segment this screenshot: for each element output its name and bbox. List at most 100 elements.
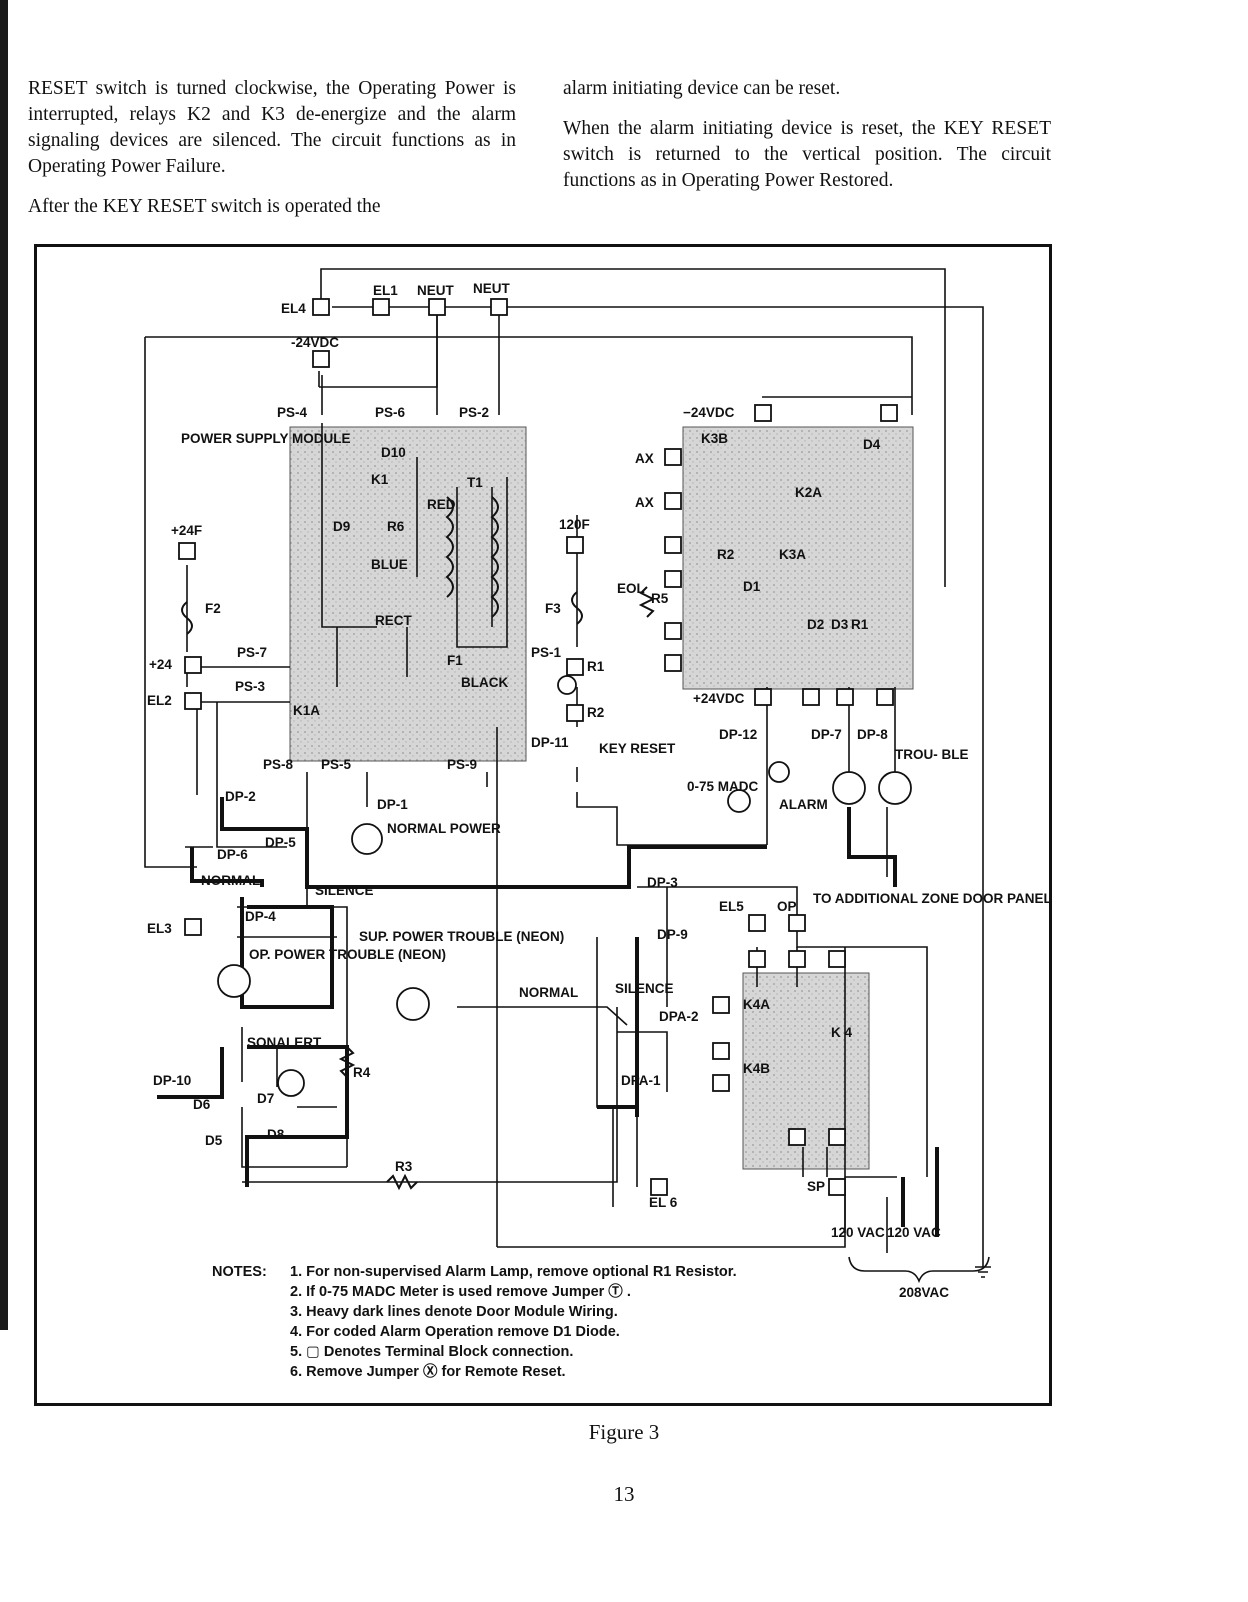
label: PS-7 xyxy=(237,645,267,660)
label: EL5 xyxy=(719,899,744,914)
label: EOL xyxy=(617,581,645,596)
k4-module-box xyxy=(742,972,870,1170)
label: K2A xyxy=(795,485,822,500)
label: DP-3 xyxy=(647,875,678,890)
terminal-7 xyxy=(802,688,820,706)
label: 0-75 MADC xyxy=(687,779,759,794)
terminal-k4-2 xyxy=(828,950,846,968)
label: RED xyxy=(427,497,456,512)
transformer-t1 xyxy=(445,496,499,618)
label: R1 xyxy=(587,659,605,674)
label: D6 xyxy=(193,1097,211,1112)
diagram-labels: EL4 EL1 NEUT NEUT -24VDC PS-4 PS-6 PS-2 … xyxy=(147,281,1049,1300)
label: R5 xyxy=(651,591,669,606)
label: NEUT xyxy=(473,281,511,296)
label: EL1 xyxy=(373,283,398,298)
jumper-t xyxy=(768,761,790,783)
terminal-el6 xyxy=(650,1178,668,1196)
terminal-el1 xyxy=(372,298,390,316)
label: DP-10 xyxy=(153,1073,191,1088)
label: BLACK xyxy=(461,675,508,690)
label: POWER SUPPLY MODULE xyxy=(181,431,351,446)
note-item: 2. If 0-75 MADC Meter is used remove Jum… xyxy=(290,1284,631,1300)
label: K 4 xyxy=(831,1025,853,1040)
paragraph: When the alarm initiating device is rese… xyxy=(563,118,1051,191)
label: 208VAC xyxy=(899,1285,949,1300)
label: ALARM xyxy=(779,797,828,812)
note-item: 1. For non-supervised Alarm Lamp, remove… xyxy=(290,1264,737,1280)
terminal-sp xyxy=(828,1178,846,1196)
label: DP-12 xyxy=(719,727,757,742)
wiring-diagram-svg: EL4 EL1 NEUT NEUT -24VDC PS-4 PS-6 PS-2 … xyxy=(144,268,1049,1300)
label: TROU- BLE xyxy=(895,747,969,762)
label: F2 xyxy=(205,601,221,616)
op-power-trouble-neon xyxy=(217,964,251,998)
label: PS-1 xyxy=(531,645,562,660)
scan-left-margin-bar xyxy=(0,0,8,1330)
label: DP-2 xyxy=(225,789,256,804)
label: EL4 xyxy=(281,301,306,316)
label: D9 xyxy=(333,519,350,534)
label: TO ADDITIONAL ZONE DOOR PANELS xyxy=(813,891,1049,906)
relay-module-box xyxy=(682,426,914,690)
terminal-5 xyxy=(880,404,898,422)
label: SUP. POWER TROUBLE (NEON) xyxy=(359,929,564,944)
terminal-op xyxy=(788,914,806,932)
terminal-el4 xyxy=(312,298,330,316)
label: PS-9 xyxy=(447,757,477,772)
label: −24VDC xyxy=(683,405,735,420)
terminal-ax xyxy=(664,448,682,466)
label: EL3 xyxy=(147,921,172,936)
label: PS-8 xyxy=(263,757,294,772)
label: K4B xyxy=(743,1061,770,1076)
terminal-r2 xyxy=(566,704,584,722)
figure-caption: Figure 3 xyxy=(588,1420,660,1444)
resistor-r3 xyxy=(386,1173,418,1191)
terminal-2 xyxy=(664,622,682,640)
note-item: 5. ▢ Denotes Terminal Block connection. xyxy=(290,1344,574,1360)
label: 120 VAC xyxy=(831,1225,885,1240)
jumper-x xyxy=(557,675,577,695)
label: K4A xyxy=(743,997,770,1012)
label: PS-5 xyxy=(321,757,352,772)
label: DP-5 xyxy=(265,835,296,850)
terminal-r1 xyxy=(566,658,584,676)
label: AX xyxy=(635,451,654,466)
label: OP. POWER TROUBLE (NEON) xyxy=(249,947,446,962)
label: PS-2 xyxy=(459,405,489,420)
terminal-3 xyxy=(664,570,682,588)
label: K3B xyxy=(701,431,728,446)
label: K1A xyxy=(293,703,320,718)
page-number: 13 xyxy=(613,1482,635,1506)
terminal-k4-3 xyxy=(712,996,730,1014)
notes-heading: NOTES: xyxy=(212,1264,267,1280)
terminal-k4-7 xyxy=(828,1128,846,1146)
sup-power-trouble-neon xyxy=(396,987,430,1021)
label: K1 xyxy=(371,472,389,487)
terminal-8 xyxy=(836,688,854,706)
label: +24 xyxy=(149,657,172,672)
label: D1 xyxy=(743,579,761,594)
label: D4 xyxy=(863,437,881,452)
label: R2 xyxy=(717,547,734,562)
label: D10 xyxy=(381,445,406,460)
label: D7 xyxy=(257,1091,274,1106)
terminal-24f xyxy=(178,542,196,560)
label: R6 xyxy=(387,519,405,534)
label: RECT xyxy=(375,613,413,628)
label: DP-1 xyxy=(377,797,408,812)
label: NEUT xyxy=(417,283,455,298)
label: R1 xyxy=(851,617,869,632)
brace xyxy=(848,1256,990,1284)
alarm-lamp xyxy=(832,771,866,805)
sonalert xyxy=(277,1069,305,1097)
label: R2 xyxy=(587,705,604,720)
terminal-6 xyxy=(876,688,894,706)
label: DP-9 xyxy=(657,927,688,942)
label: SILENCE xyxy=(615,981,674,996)
resistor-r4 xyxy=(338,1046,356,1078)
label: BLUE xyxy=(371,557,408,572)
terminal-el2 xyxy=(184,692,202,710)
wiring-diagram: EL4 EL1 NEUT NEUT -24VDC PS-4 PS-6 PS-2 … xyxy=(34,244,1052,1406)
terminal-p24vdc xyxy=(754,688,772,706)
